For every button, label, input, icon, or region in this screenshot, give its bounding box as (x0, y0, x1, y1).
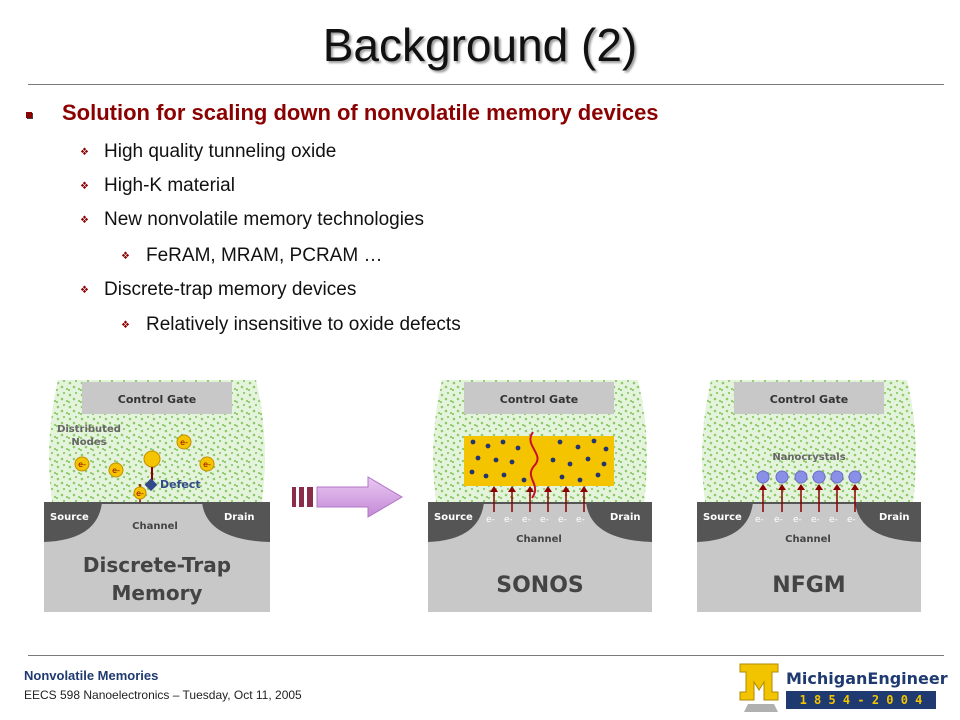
svg-text:e-: e- (78, 460, 86, 469)
control-gate-label: Control Gate (500, 393, 578, 406)
svg-text:e-: e- (576, 515, 585, 525)
footer-divider (28, 655, 944, 656)
nanocrystals-label: Nanocrystals (772, 452, 845, 463)
sub-bullet-4: Discrete-trap memory devices (104, 279, 357, 300)
drain-region (586, 502, 652, 542)
diamond-bullet-icon: ❖ (80, 285, 89, 296)
svg-text:e-: e- (774, 515, 783, 525)
svg-text:e-: e- (755, 515, 764, 525)
electrons: e-e- e-e- e-e- (755, 515, 856, 525)
block-m-icon (739, 663, 779, 701)
source-label: Source (703, 512, 742, 523)
drain-region (202, 502, 270, 542)
svg-text:e-: e- (522, 515, 531, 525)
source-region (697, 502, 753, 542)
svg-text:e-: e- (811, 515, 820, 525)
control-gate-block (734, 382, 884, 414)
svg-text:e-: e- (504, 515, 513, 525)
drain-label: Drain (610, 512, 641, 523)
slide-title: Background (2) (322, 19, 638, 71)
electron-icon (133, 486, 147, 500)
source-region (44, 502, 102, 542)
svg-text:e-: e- (558, 515, 567, 525)
transition-arrow-icon (292, 476, 403, 518)
svg-text:e-: e- (829, 515, 838, 525)
svg-text:e-: e- (793, 515, 802, 525)
svg-text:e-: e- (180, 438, 188, 447)
footer-course-info: EECS 598 Nanoelectronics – Tuesday, Oct … (24, 688, 302, 702)
nanocrystal-dots (756, 470, 862, 484)
source-label: Source (434, 512, 473, 523)
svg-text:e-: e- (486, 515, 495, 525)
drain-label: Drain (224, 512, 255, 523)
nitride-trap-layer (464, 436, 614, 486)
logo-text: MichiganEngineering (786, 669, 948, 688)
control-gate-block (82, 382, 232, 414)
sub-sub-bullet-2: Relatively insensitive to oxide defects (146, 314, 461, 335)
gate-oxide-line (44, 502, 270, 504)
sonos-name: SONOS (496, 573, 584, 598)
diamond-bullet-icon: ❖ (80, 147, 89, 158)
control-gate-block (464, 382, 614, 414)
channel-label: Channel (132, 521, 178, 532)
logo-years: 1 8 5 4 - 2 0 0 4 (800, 693, 923, 707)
sub-sub-bullet-1: FeRAM, MRAM, PCRAM … (146, 245, 383, 266)
diamond-bullet-icon: ❖ (121, 320, 130, 331)
diamond-bullet-icon: ❖ (121, 251, 130, 262)
electrons: e-e- e-e- e-e- (486, 515, 585, 525)
sub-bullet-2: High-K material (104, 175, 235, 196)
leakage-path (529, 431, 539, 499)
trap-sites (469, 438, 609, 483)
source-label: Source (50, 512, 89, 523)
diamond-bullet-icon: ❖ (80, 181, 89, 192)
title-divider (28, 84, 944, 85)
discrete-trap-name-line2: Memory (112, 581, 203, 605)
drain-region (855, 502, 921, 542)
channel-label: Channel (785, 534, 831, 545)
control-gate-label: Control Gate (770, 393, 848, 406)
nfgm-diagram: Control Gate Nanocrystals Source Drain C… (697, 380, 921, 612)
source-region (428, 502, 484, 542)
svg-text:e-: e- (112, 466, 120, 475)
main-bullet-text: Solution for scaling down of nonvolatile… (62, 100, 659, 125)
control-gate-label: Control Gate (118, 393, 196, 406)
svg-text:e-: e- (847, 515, 856, 525)
svg-text:e-: e- (136, 489, 144, 498)
svg-text:e-: e- (540, 515, 549, 525)
diamond-bullet-icon: ❖ (80, 215, 89, 226)
sonos-diagram: Control Gate Source Drain Channel e-e- e… (428, 380, 652, 612)
sub-bullet-3: New nonvolatile memory technologies (104, 209, 424, 230)
svg-text:e-: e- (203, 460, 211, 469)
nfgm-name: NFGM (772, 573, 845, 598)
drain-label: Drain (879, 512, 910, 523)
tunneling-arrows (762, 486, 856, 512)
discrete-trap-name-line1: Discrete-Trap (83, 553, 231, 577)
footer-course-title: Nonvolatile Memories (24, 668, 159, 683)
channel-label: Channel (516, 534, 562, 545)
sub-bullet-1: High quality tunneling oxide (104, 141, 337, 162)
square-bullet-icon (26, 112, 32, 118)
defect-label: Defect (160, 478, 201, 491)
michigan-engineering-logo: MichiganEngineering 1 8 5 4 - 2 0 0 4 (739, 663, 948, 712)
